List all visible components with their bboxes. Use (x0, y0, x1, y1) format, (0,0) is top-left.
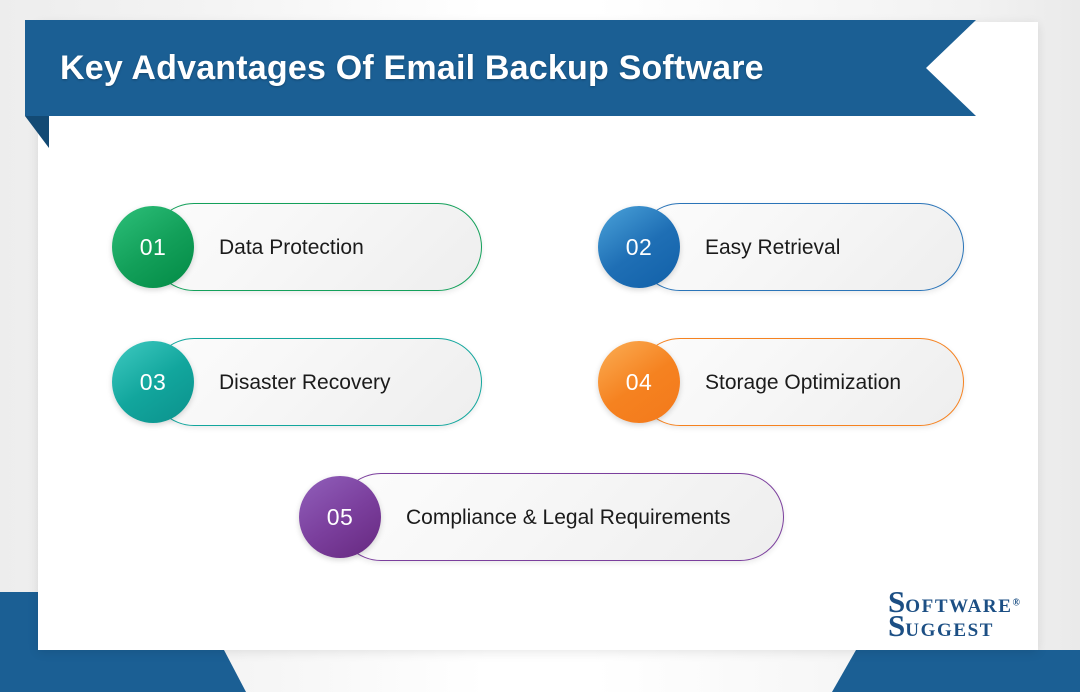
advantage-number-1: 01 (139, 234, 167, 260)
page-title: Key Advantages Of Email Backup Software (60, 49, 764, 87)
advantage-number-4: 04 (625, 369, 653, 395)
ribbon-tail-fold (25, 116, 49, 148)
logo-line2-capital: S (888, 608, 906, 643)
advantage-label-5: Compliance & Legal Requirements (406, 506, 731, 529)
advantage-number-5: 05 (326, 504, 354, 530)
advantage-label-3: Disaster Recovery (219, 371, 391, 394)
advantage-number-2: 02 (625, 234, 653, 260)
logo-line-1: SOFTWARE® (888, 586, 1020, 617)
header-ribbon: Key Advantages Of Email Backup Software (25, 20, 976, 148)
decor-bottom-right-bar (832, 650, 1080, 692)
advantage-pill-1: Data Protection (150, 203, 482, 291)
advantage-item-1[interactable]: Data Protection 01 (112, 203, 482, 291)
logo-line-2: SUGGEST (888, 610, 1020, 641)
registered-trademark-icon: ® (1012, 597, 1021, 609)
logo-line1-capital: S (888, 584, 906, 619)
advantage-pill-2: Easy Retrieval (636, 203, 964, 291)
advantage-label-4: Storage Optimization (705, 371, 902, 394)
advantage-label-1: Data Protection (219, 236, 364, 259)
advantage-pill-3: Disaster Recovery (150, 338, 482, 426)
advantage-item-3[interactable]: Disaster Recovery 03 (112, 338, 482, 426)
advantage-item-4[interactable]: Storage Optimization 04 (598, 338, 964, 426)
advantage-pill-5: Compliance & Legal Requirements (337, 473, 784, 561)
logo-line1-rest: OFTWARE (905, 596, 1013, 617)
advantage-label-2: Easy Retrieval (705, 236, 841, 259)
advantage-number-badge-5: 05 (299, 476, 381, 558)
advantage-number-3: 03 (139, 369, 167, 395)
advantage-pill-4: Storage Optimization (636, 338, 964, 426)
advantage-item-5[interactable]: Compliance & Legal Requirements 05 (299, 473, 784, 561)
softwaresuggest-logo: SOFTWARE® SUGGEST (888, 586, 1020, 641)
ribbon-banner-shape (25, 20, 976, 116)
advantage-item-2[interactable]: Easy Retrieval 02 (598, 203, 964, 291)
decor-bottom-left-horizontal-bar (0, 650, 246, 692)
logo-line2-rest: UGGEST (905, 620, 995, 641)
advantage-number-badge-1: 01 (112, 206, 194, 288)
advantage-number-badge-2: 02 (598, 206, 680, 288)
advantage-number-badge-3: 03 (112, 341, 194, 423)
advantage-number-badge-4: 04 (598, 341, 680, 423)
